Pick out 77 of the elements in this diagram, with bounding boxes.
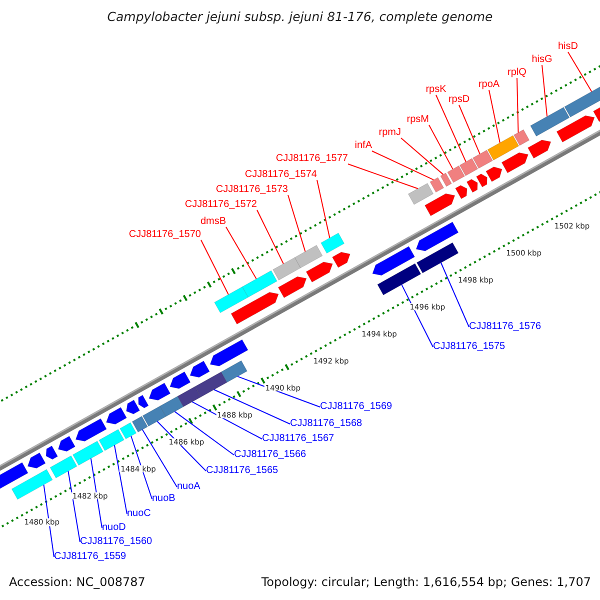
leader-line bbox=[114, 444, 128, 514]
map-title: Campylobacter jejuni subsp. jejuni 81-176, complete genome bbox=[107, 11, 493, 24]
leader-line bbox=[288, 194, 306, 252]
gene-label: CJJ81176_1569 bbox=[320, 402, 392, 412]
gene-label: CJJ81176_1559 bbox=[54, 552, 126, 562]
gene-feature-bar bbox=[430, 177, 444, 193]
leader-line bbox=[488, 90, 500, 144]
gene-label: rpsK bbox=[426, 85, 446, 95]
leader-line bbox=[256, 210, 284, 264]
gene-label: CJJ81176_1560 bbox=[80, 537, 152, 547]
gene-feature-bar bbox=[472, 150, 493, 169]
gene-label: rpoA bbox=[478, 80, 500, 90]
gene-feature-bar bbox=[447, 165, 465, 183]
leader-line bbox=[428, 124, 454, 170]
gene-feature-bar bbox=[416, 242, 459, 274]
gene-label: rpsD bbox=[448, 95, 470, 105]
leader-line bbox=[142, 429, 178, 488]
gene-label: CJJ81176_1572 bbox=[184, 200, 257, 210]
gene-label: hisG bbox=[532, 55, 552, 65]
gene-label: CJJ81176_1567 bbox=[262, 434, 334, 444]
gene-feature-bar bbox=[50, 456, 78, 478]
gene-label: CJJ81176_1565 bbox=[206, 466, 278, 476]
leader-line bbox=[192, 401, 262, 440]
gene-label: nuoB bbox=[152, 494, 176, 504]
leader-line bbox=[43, 484, 54, 558]
leader-line bbox=[568, 52, 592, 92]
gene-label: CJJ81176_1570 bbox=[128, 230, 201, 240]
gene-label: nuoC bbox=[127, 509, 151, 519]
gene-feature-bar bbox=[132, 416, 148, 432]
gene-label: dmsB bbox=[200, 217, 226, 227]
gene-feature-bar bbox=[377, 263, 422, 296]
gene-label: CJJ81176_1576 bbox=[469, 322, 542, 332]
gene-feature-bar bbox=[177, 386, 202, 407]
leader-line bbox=[436, 94, 466, 162]
gene-feature-bar bbox=[294, 245, 323, 268]
leader-line bbox=[458, 104, 480, 154]
leader-line bbox=[200, 240, 229, 295]
gene-feature-bar bbox=[408, 183, 434, 205]
leader-line bbox=[348, 164, 418, 190]
leader-line bbox=[316, 180, 330, 238]
gene-feature-bar bbox=[120, 422, 137, 440]
gene-label: CJJ81176_1573 bbox=[216, 185, 288, 195]
gene-label: CJJ81176_1566 bbox=[234, 450, 306, 460]
leader-line bbox=[90, 458, 102, 528]
genome-summary-text: Topology: circular; Length: 1,616,554 bp; Genes: 1,707 bbox=[261, 576, 591, 588]
gene-label: hisD bbox=[558, 42, 578, 52]
gene-feature-bar bbox=[142, 406, 166, 426]
gene-label: CJJ81176_1574 bbox=[244, 170, 317, 180]
gene-feature-bar bbox=[160, 396, 184, 417]
gene-label: nuoD bbox=[102, 523, 126, 533]
gene-feature-bar bbox=[242, 270, 278, 298]
leader-line bbox=[68, 470, 80, 542]
gene-label: CJJ81176_1575 bbox=[433, 342, 506, 352]
gene-feature-bar bbox=[98, 429, 124, 451]
gene-label: CJJ81176_1568 bbox=[290, 419, 362, 429]
gene-label: infA bbox=[354, 141, 372, 151]
gene-label: rpmJ bbox=[378, 128, 401, 138]
leader-line bbox=[130, 436, 152, 500]
gene-label: CJJ81176_1577 bbox=[276, 154, 348, 164]
leader-line bbox=[226, 226, 257, 280]
leader-line bbox=[174, 411, 234, 456]
leader-line bbox=[516, 78, 519, 133]
leader-line bbox=[372, 150, 434, 180]
gene-feature-bar bbox=[220, 360, 248, 383]
leader-line bbox=[440, 262, 470, 328]
gene-feature-bar bbox=[459, 158, 478, 176]
gene-feature-bar bbox=[514, 129, 530, 146]
gene-label: nuoA bbox=[177, 482, 200, 492]
leader-line bbox=[542, 64, 548, 117]
accession-text: Accession: NC_008787 bbox=[9, 576, 146, 588]
gene-label: rpsM bbox=[406, 115, 429, 125]
leader-line bbox=[400, 138, 444, 175]
gene-feature-bar bbox=[440, 172, 452, 187]
leader-line bbox=[156, 420, 206, 472]
gene-feature-bar bbox=[272, 257, 301, 280]
leader-line bbox=[214, 389, 290, 424]
gene-label: rplQ bbox=[508, 68, 526, 78]
